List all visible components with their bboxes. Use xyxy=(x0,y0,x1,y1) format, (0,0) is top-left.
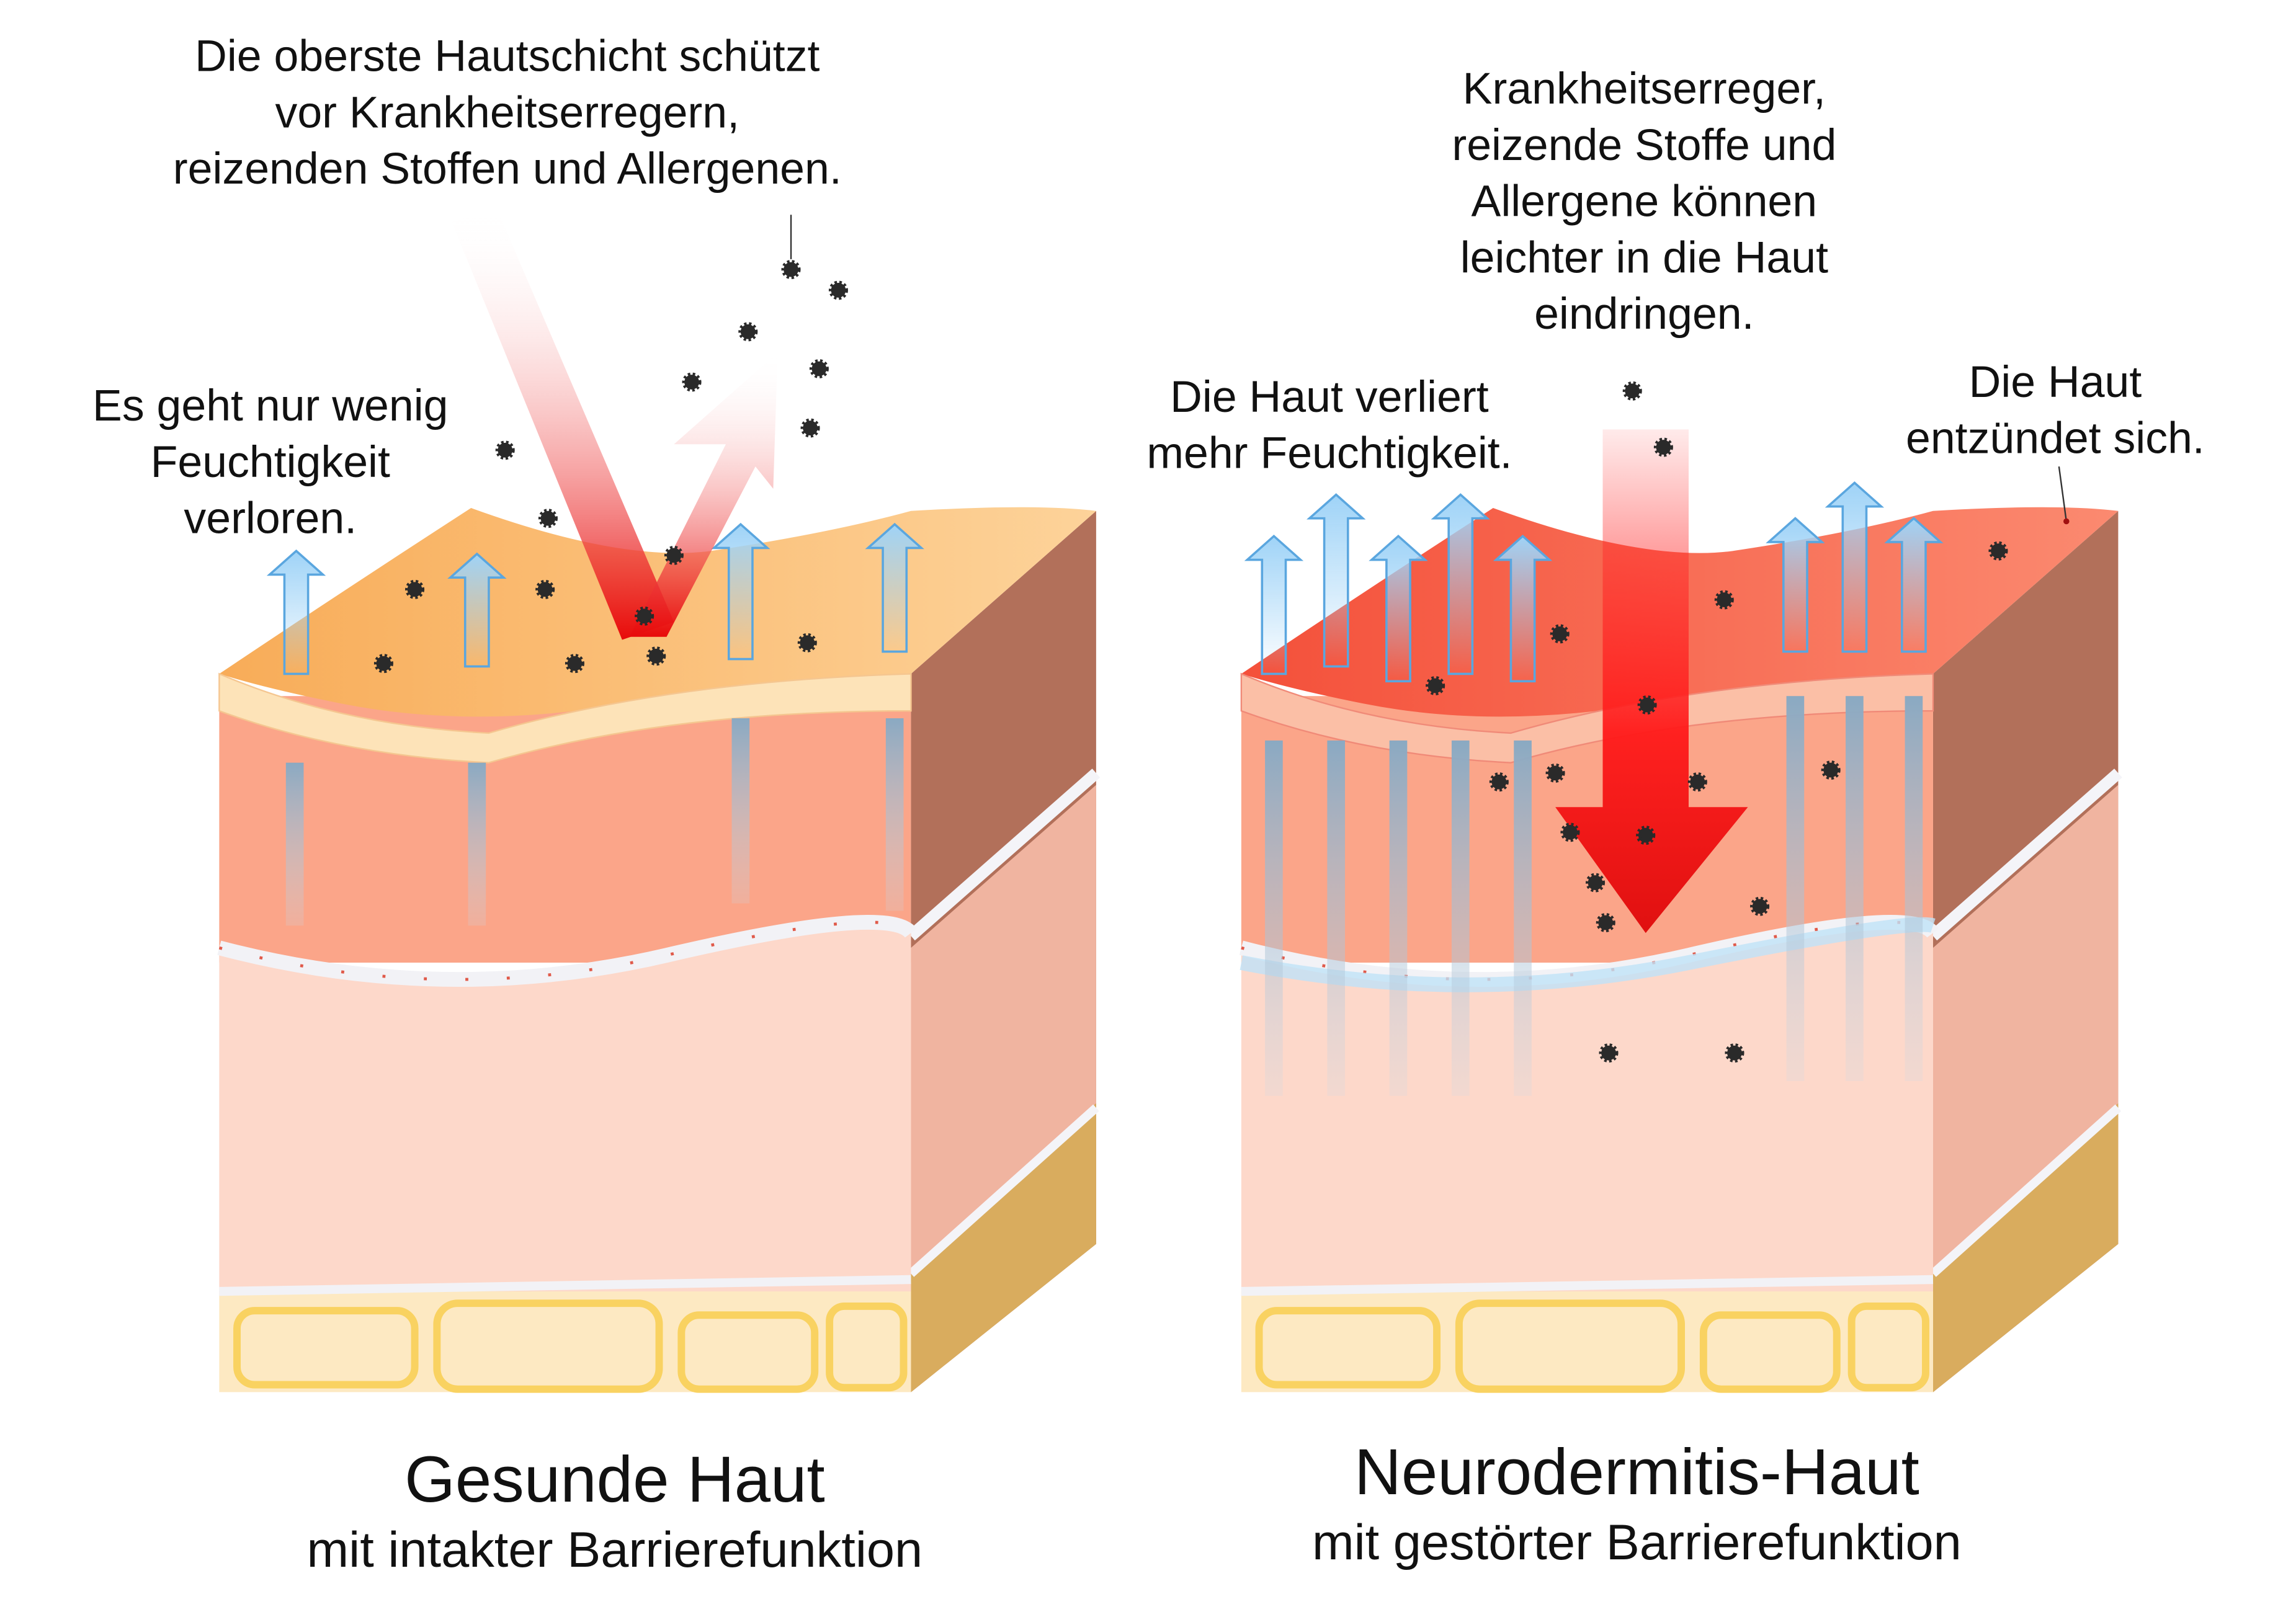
callout-line: reizenden Stoffen und Allergenen. xyxy=(172,145,842,194)
callout-line: Krankheitserreger, xyxy=(1462,65,1826,114)
callout-line: Die oberste Hautschicht schützt xyxy=(195,32,820,82)
pathogen-particles xyxy=(373,260,848,674)
callout-line: reizende Stoffe und xyxy=(1452,121,1837,171)
callout-line: vor Krankheitserregern, xyxy=(275,89,740,138)
callout-penetration: Krankheitserreger, reizende Stoffe und A… xyxy=(1392,62,1896,344)
healthy-skin-block xyxy=(219,207,1096,1392)
callout-line: eindringen. xyxy=(1534,290,1754,339)
callout-high-moisture-loss: Die Haut verliert mehr Feuchtigkeit. xyxy=(1111,370,1548,483)
callout-inflammation: Die Haut entzündet sich. xyxy=(1874,355,2236,468)
moisture-arrows xyxy=(266,522,924,675)
callout-line: Die Haut verliert xyxy=(1170,373,1489,422)
penetrating-arrow xyxy=(1555,429,1748,933)
callout-low-moisture-loss: Es geht nur wenig Feuchtigkeit verloren. xyxy=(60,379,481,548)
callout-line: verloren. xyxy=(184,494,357,544)
callout-line: mehr Feuchtigkeit. xyxy=(1146,429,1512,479)
pathogen-particles xyxy=(1426,381,2008,1063)
callout-barrier: Die oberste Hautschicht schützt vor Kran… xyxy=(118,30,896,198)
panel-title: Neurodermitis-Haut xyxy=(1354,1437,1919,1510)
panel-subtitle: mit intakter Barrierefunktion xyxy=(306,1522,923,1579)
callout-line: Feuchtigkeit xyxy=(150,438,390,488)
incoming-arrow xyxy=(452,207,674,640)
callout-line: Es geht nur wenig xyxy=(92,382,449,431)
moisture-arrows xyxy=(1244,481,1944,683)
neurodermatitis-skin-block xyxy=(1241,381,2119,1392)
callout-line: leichter in die Haut xyxy=(1460,234,1828,283)
callout-line: Die Haut xyxy=(1968,358,2142,408)
neurodermatitis-caption: Neurodermitis-Haut mit gestörter Barrier… xyxy=(1244,1437,2029,1575)
callout-line: entzündet sich. xyxy=(1906,414,2205,464)
healthy-skin-caption: Gesunde Haut mit intakter Barrierefunkti… xyxy=(237,1444,993,1583)
deflected-arrow xyxy=(629,352,778,637)
panel-title: Gesunde Haut xyxy=(404,1444,825,1517)
panel-subtitle: mit gestörter Barrierefunktion xyxy=(1312,1515,1962,1572)
callout-line: Allergene können xyxy=(1471,177,1818,227)
